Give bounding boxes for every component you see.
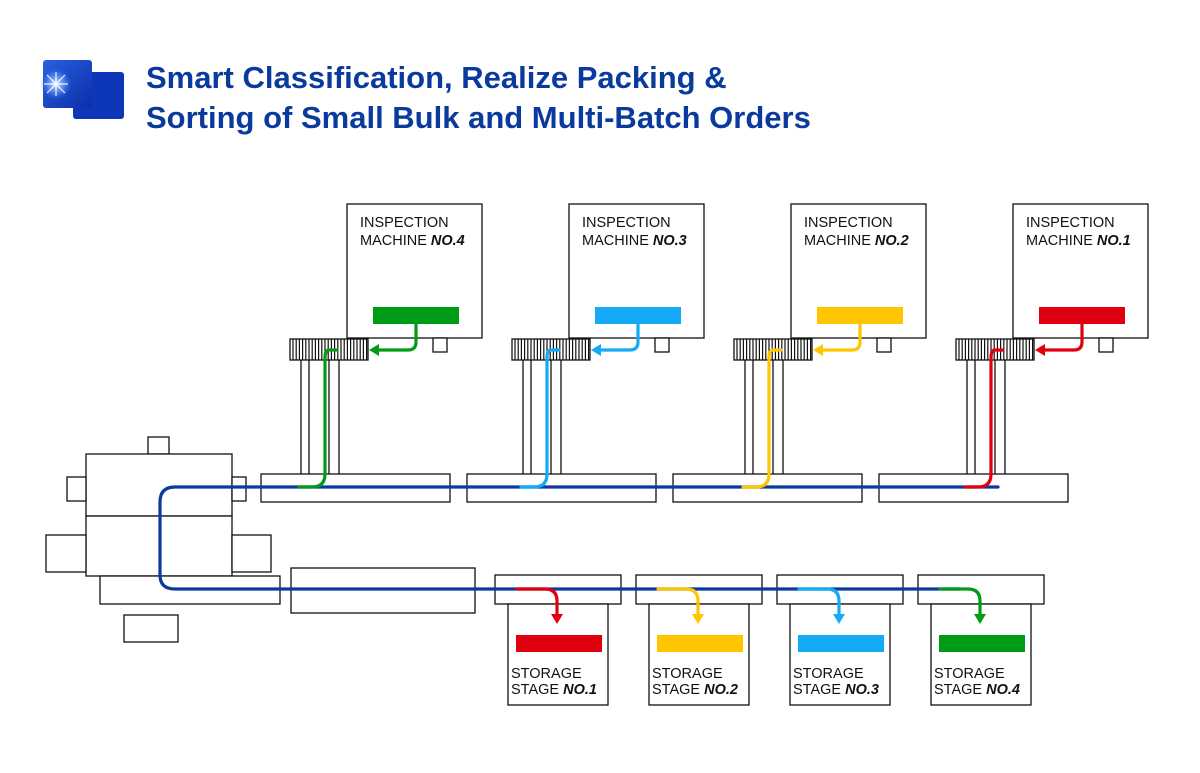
storage-label-line2: STAGE NO.4	[934, 682, 1020, 698]
inspection-label-line2: MACHINE NO.4	[360, 233, 465, 249]
storage-color-bar	[798, 635, 884, 652]
inspection-color-bar	[1039, 307, 1125, 324]
storage-label-line1: STORAGE	[934, 666, 1005, 682]
packing-machine	[45, 436, 281, 643]
inspection-label-line2: MACHINE NO.3	[582, 233, 687, 249]
inspection-flow-4	[963, 322, 1084, 489]
inspection-label-line1: INSPECTION	[360, 215, 449, 231]
storage-label-line2: STAGE NO.3	[793, 682, 879, 698]
storage-flow-1	[515, 587, 563, 624]
inspection-flow-3	[741, 322, 862, 489]
inspection-color-bar	[373, 307, 459, 324]
inspection-label-line1: INSPECTION	[804, 215, 893, 231]
storage-flow-2	[656, 587, 704, 624]
inspection-machine-no4: INSPECTION MACHINE NO.4	[289, 203, 483, 474]
storage-flow-3	[797, 587, 845, 624]
storage-label-line2: STAGE NO.2	[652, 682, 738, 698]
storage-color-bar	[657, 635, 743, 652]
storage-label-line2: STAGE NO.1	[511, 682, 597, 698]
inspection-flow-2	[519, 322, 640, 489]
inspection-machine-no1: INSPECTION MACHINE NO.1	[955, 203, 1149, 474]
sorting-flow-paths	[297, 322, 1084, 624]
inspection-label-line1: INSPECTION	[1026, 215, 1115, 231]
storage-color-bar	[516, 635, 602, 652]
inspection-color-bar	[595, 307, 681, 324]
inspection-label-line1: INSPECTION	[582, 215, 671, 231]
inspection-color-bar	[817, 307, 903, 324]
blue-starburst-tile-icon	[40, 60, 124, 119]
storage-label-line1: STORAGE	[511, 666, 582, 682]
inspection-machine-no3: INSPECTION MACHINE NO.3	[511, 203, 705, 474]
title-line-2: Sorting of Small Bulk and Multi-Batch Or…	[146, 100, 811, 135]
storage-label-line1: STORAGE	[793, 666, 864, 682]
title-line-1: Smart Classification, Realize Packing &	[146, 60, 727, 95]
inspection-flow-1	[297, 322, 418, 489]
storage-color-bar	[939, 635, 1025, 652]
inspection-machine-no2: INSPECTION MACHINE NO.2	[733, 203, 927, 474]
inspection-machines: INSPECTION MACHINE NO.4 INSPECTION MACHINE …	[289, 203, 1149, 474]
storage-label-line1: STORAGE	[652, 666, 723, 682]
inspection-label-line2: MACHINE NO.1	[1026, 233, 1131, 249]
main-flow-path	[158, 485, 1000, 591]
storage-flow-4	[938, 587, 986, 624]
inspection-label-line2: MACHINE NO.2	[804, 233, 909, 249]
